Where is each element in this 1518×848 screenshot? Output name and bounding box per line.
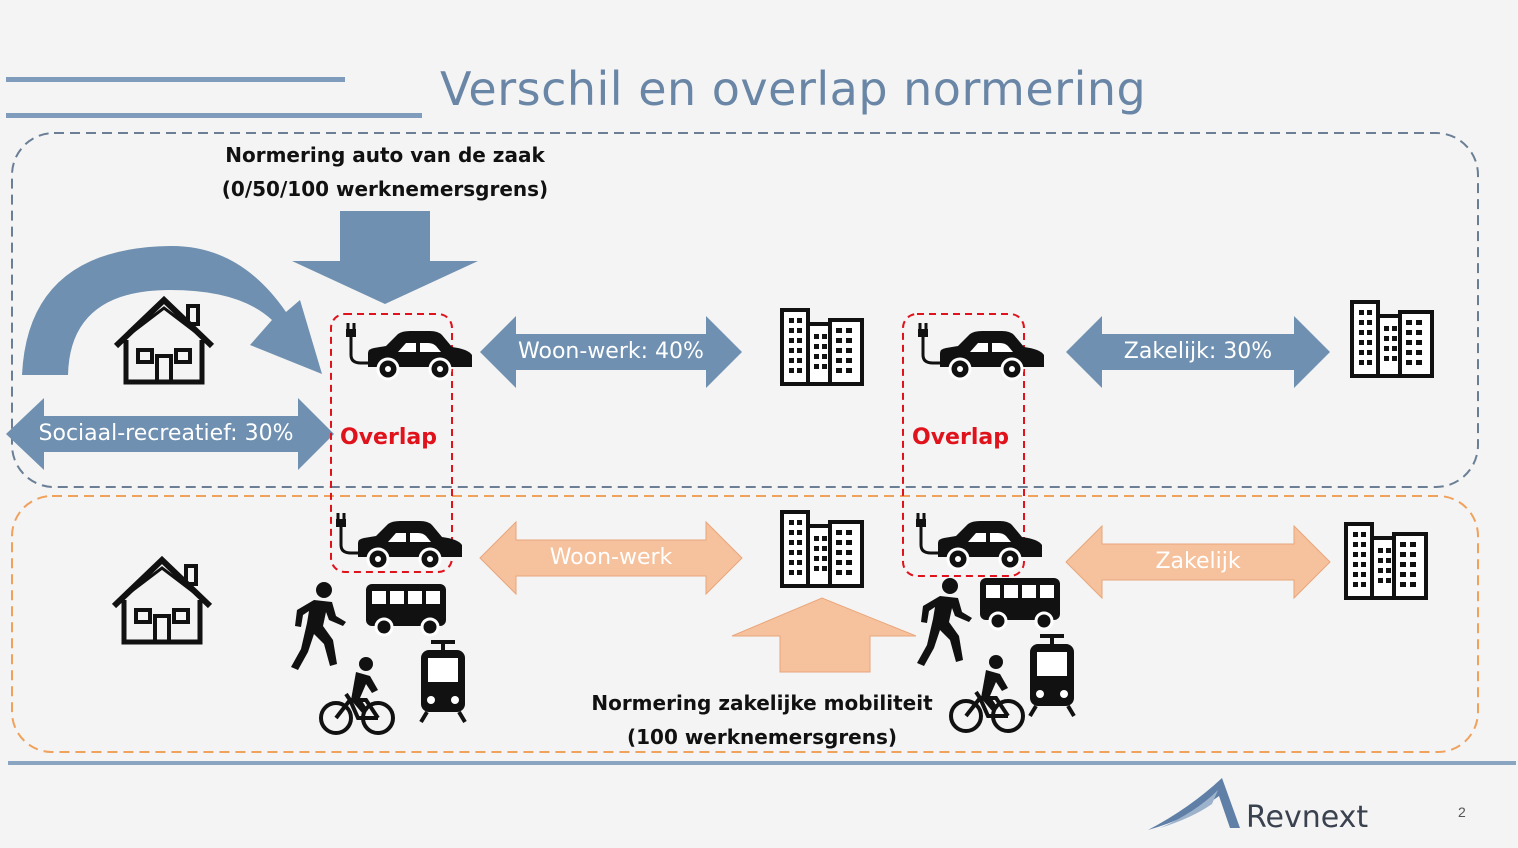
double-arrow-woon-werk-bottom <box>479 520 743 596</box>
company-car-norm-line2: (0/50/100 werknemersgrens) <box>221 177 549 201</box>
down-arrow-company-car <box>292 211 478 304</box>
overlap-label-left: Overlap <box>340 425 437 450</box>
top-region-dashed-border <box>11 132 1479 488</box>
office-building-icon <box>780 510 864 588</box>
woon-werk-bottom-label: Woon-werk <box>549 545 673 570</box>
tram-icon <box>1028 634 1076 718</box>
up-arrow-business-mobility <box>731 597 917 673</box>
electric-car-icon <box>334 511 464 571</box>
business-mobility-norm-line1: Normering zakelijke mobiliteit <box>591 691 933 715</box>
electric-car-icon <box>914 511 1044 571</box>
electric-car-icon <box>344 321 474 381</box>
pedestrian-icon <box>291 582 346 670</box>
company-car-norm-label: Normering auto van de zaak (0/50/100 wer… <box>200 138 570 206</box>
bicycle-icon <box>319 655 395 735</box>
overlap-box-right <box>902 313 1025 577</box>
slide-title: Verschil en overlap normering <box>440 62 1147 116</box>
business-mobility-norm-line2: (100 werknemersgrens) <box>626 725 898 749</box>
double-arrow-sociaal-recreatief <box>6 398 334 470</box>
sociaal-recreatief-label: Sociaal-recreatief: 30% <box>38 421 294 446</box>
house-icon <box>116 300 212 382</box>
house-icon <box>114 560 210 642</box>
overlap-box-left <box>330 313 453 573</box>
pedestrian-icon <box>917 578 972 666</box>
zakelijk-bottom-label: Zakelijk <box>1155 549 1241 574</box>
business-mobility-norm-label: Normering zakelijke mobiliteit (100 werk… <box>572 686 952 754</box>
office-building-icon <box>780 308 864 386</box>
overlap-label-right: Overlap <box>912 425 1009 450</box>
company-car-norm-line1: Normering auto van de zaak <box>225 143 545 167</box>
bicycle-icon <box>949 653 1025 733</box>
curved-arrow-home-to-car <box>22 245 322 375</box>
woon-werk-top-label: Woon-werk: 40% <box>518 339 704 364</box>
footer-rule <box>8 761 1516 765</box>
office-building-icon <box>1350 300 1434 378</box>
zakelijk-top-label: Zakelijk: 30% <box>1123 339 1273 364</box>
bus-icon <box>978 576 1062 631</box>
page-number: 2 <box>1458 804 1466 820</box>
revnext-logo-mark <box>1148 778 1240 830</box>
double-arrow-zakelijk-top <box>1066 316 1330 388</box>
tram-icon <box>419 640 467 724</box>
bottom-region-dashed-border <box>11 495 1479 753</box>
electric-car-icon <box>916 321 1046 381</box>
office-building-icon <box>1344 522 1428 600</box>
brand-name: Revnext <box>1246 800 1369 835</box>
title-decoration-lines <box>6 77 422 118</box>
bus-icon <box>364 582 448 637</box>
double-arrow-zakelijk-bottom <box>1065 524 1331 600</box>
double-arrow-woon-werk-top <box>480 316 742 388</box>
